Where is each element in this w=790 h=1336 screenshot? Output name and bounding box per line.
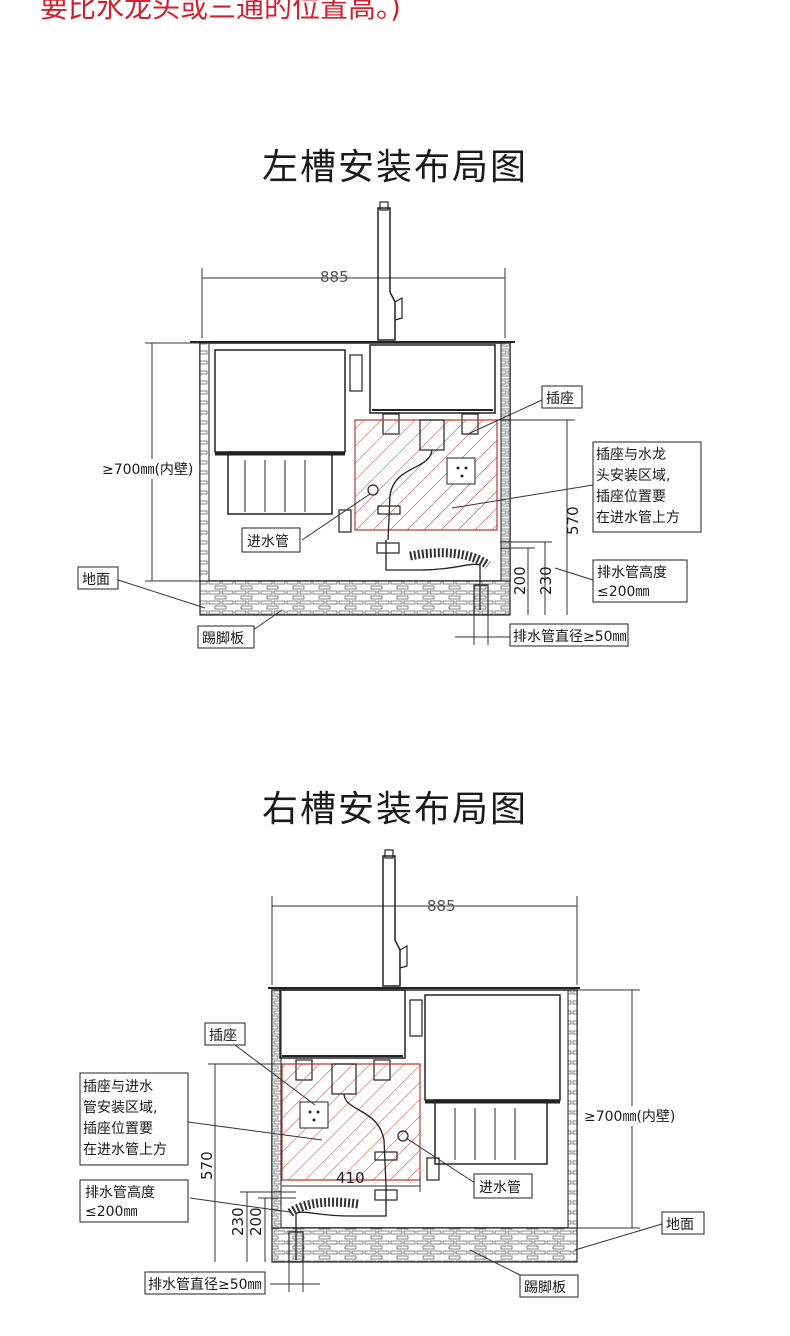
height-dim-text: ≥700㎜(内壁) [584,1109,675,1125]
inlet-label: 进水管 [241,527,301,553]
installation-area [281,1063,421,1181]
faucet-icon [382,849,408,987]
basket-bin [214,349,363,515]
drain-pipes [338,419,491,616]
width-dim-text: 885 [427,897,456,915]
drain-height-label: 排水管高度 ≤200㎜ [79,1179,189,1223]
kickboard-label-text: 踢脚板 [202,631,244,647]
leader-lines [187,1044,663,1276]
drain-diameter-label: 排水管直径≥50㎜ [509,623,629,647]
right-layout-diagram: 885 [79,849,705,1298]
floor-label-text: 地面 [666,1217,694,1233]
dim-570-text: 570 [198,1151,216,1180]
dim-570: 570 [198,1063,282,1262]
dim-200-230: 200 230 [500,541,555,615]
dim-570: 570 [497,419,582,615]
area-label-line-2: 管安装区域, [83,1100,157,1116]
socket-label: 插座 [541,385,583,409]
area-label-line-1: 插座与进水 [83,1079,153,1095]
drain-height-line-2: ≤200㎜ [597,584,649,600]
dim-230-text: 230 [537,566,555,595]
dim-410-text: 410 [336,1169,365,1187]
drain-diameter-dim [455,615,510,645]
area-label: 插座与水龙 头安装区域, 插座位置要 在进水管上方 [592,441,702,533]
basket-bin [409,994,561,1165]
kickboard-label-text: 踢脚板 [524,1280,566,1296]
height-dim-text: ≥700㎜(内壁) [102,462,193,478]
floor-label: 地面 [661,1211,705,1235]
dim-200-text: 200 [247,1207,265,1236]
drain-diameter-dim [270,1262,320,1292]
cabinet [190,341,515,616]
floor-label: 地面 [77,566,119,590]
inlet-label-text: 进水管 [479,1180,521,1196]
height-dimension: ≥700㎜(内壁) [577,989,682,1229]
left-layout-title: 左槽安装布局图 [261,147,528,188]
socket-label: 插座 [204,1022,246,1046]
drain-height-line-2: ≤200㎜ [85,1204,137,1220]
floor-label-text: 地面 [82,572,110,588]
drain-diameter-text: 排水管直径≥50㎜ [148,1276,262,1293]
area-label-line-3: 插座位置要 [83,1121,153,1137]
right-layout-title: 右槽安装布局图 [261,789,528,830]
area-label-line-3: 插座位置要 [596,489,666,505]
area-label: 插座与进水 管安装区域, 插座位置要 在进水管上方 [79,1072,189,1166]
area-label-line-4: 在进水管上方 [83,1142,167,1158]
dim-410: 410 [282,1169,421,1192]
width-dimension: 885 [271,896,578,985]
dim-200-230: 230 200 [229,1191,296,1262]
area-label-line-1: 插座与水龙 [596,447,666,463]
drain-diameter-label: 排水管直径≥50㎜ [144,1271,266,1295]
dim-200-text: 200 [511,566,529,595]
faucet-icon [377,201,403,341]
area-label-line-2: 头安装区域, [596,468,670,484]
width-dimension: 885 [201,268,506,338]
cabinet [268,987,580,1263]
height-dimension: ≥700㎜(内壁) [100,342,200,582]
kickboard-label: 踢脚板 [519,1274,579,1298]
width-dim-text: 885 [320,268,349,286]
left-layout-diagram: 885 [77,201,702,649]
drain-height-label: 排水管高度 ≤200㎜ [592,559,688,603]
dim-570-text: 570 [564,506,582,535]
socket-label-text: 插座 [209,1028,237,1044]
socket-label-text: 插座 [546,391,574,407]
drain-height-line-1: 排水管高度 [85,1184,155,1201]
drain-diameter-text: 排水管直径≥50㎜ [513,628,627,645]
installation-area [354,419,498,531]
drain-height-line-1: 排水管高度 [597,564,667,581]
area-label-line-4: 在进水管上方 [596,510,680,526]
inlet-label-text: 进水管 [247,534,289,550]
top-note: 要比水龙头或三通的位置高。) [40,0,401,24]
drain-pipes [287,1063,440,1263]
dim-230-text: 230 [229,1207,247,1236]
kickboard-label: 踢脚板 [197,625,255,649]
inlet-label: 进水管 [473,1173,533,1199]
